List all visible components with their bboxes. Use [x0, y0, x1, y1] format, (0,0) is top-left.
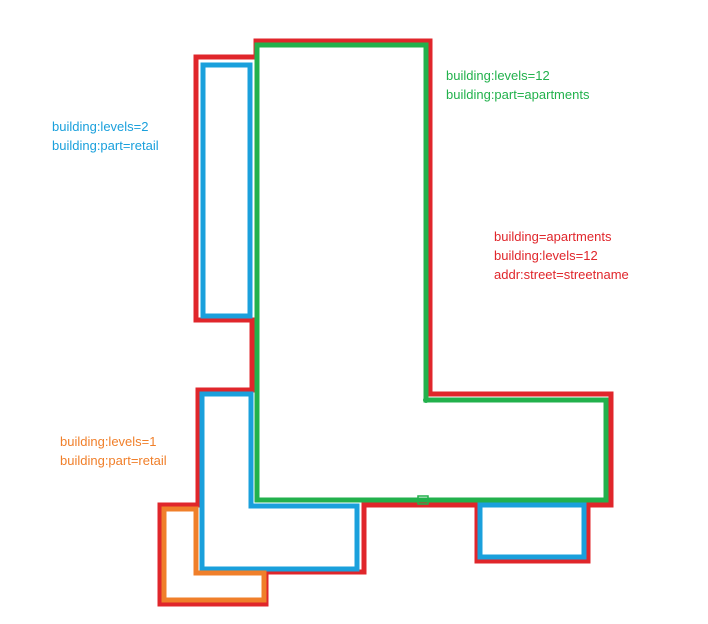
retail-part-2-tags: building:levels=2 building:part=retail [52, 117, 159, 155]
retail-part-2-part-tag: building:part=retail [52, 138, 159, 153]
retail-part-2-levels-tag: building:levels=2 [52, 119, 149, 134]
apartments-part [254, 42, 609, 503]
apartments-part-tags: building:levels=12 building:part=apartme… [446, 66, 589, 104]
vertex-marker [423, 397, 429, 403]
apartments-part-part-tag: building:part=apartments [446, 87, 590, 102]
building-type-tag: building=apartments [494, 229, 612, 244]
building-street-tag: addr:street=streetname [494, 267, 629, 282]
vertex-marker [417, 495, 429, 505]
retail-part-1-level [161, 506, 267, 603]
retail-part-1-tags: building:levels=1 building:part=retail [60, 432, 167, 470]
retail-part-lower-right [477, 502, 587, 560]
apartments-part-levels-tag: building:levels=12 [446, 68, 550, 83]
building-tags: building=apartments building:levels=12 a… [494, 227, 629, 284]
retail-part-lower-left [199, 391, 360, 572]
retail-part-1-levels-tag: building:levels=1 [60, 434, 157, 449]
building-outline [157, 38, 614, 607]
building-levels-tag: building:levels=12 [494, 248, 598, 263]
retail-part-1-part-tag: building:part=retail [60, 453, 167, 468]
retail-part-2-levels [200, 62, 253, 319]
